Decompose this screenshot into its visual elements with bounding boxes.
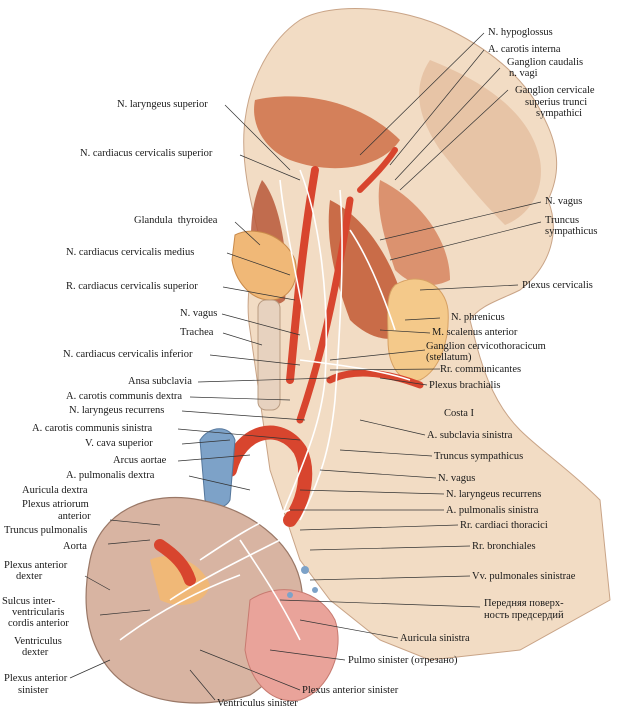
label-perednyaya-1: Передняя поверх-	[484, 598, 564, 609]
label-plexus-atriorum: Plexus atriorum	[22, 499, 89, 510]
label-glandula-thyroidea: Glandula thyroidea	[134, 215, 218, 226]
label-truncus-sympathicus: Truncus sympathicus	[434, 451, 524, 462]
label-rr-communicantes: Rr. communicantes	[440, 364, 522, 375]
label-n-vagus-left: N. vagus	[180, 308, 218, 319]
internal-carotid	[357, 147, 398, 193]
label-plexus-cervicalis: Plexus cervicalis	[522, 280, 593, 291]
label-plexus-anterior-sinister-left-2: sinister	[18, 685, 49, 696]
label-auricula-sinistra: Auricula sinistra	[400, 633, 470, 644]
label-n-vagus-lower: N. vagus	[438, 473, 476, 484]
label-a-carotis-communis-dextra: A. carotis communis dextra	[66, 391, 183, 402]
label-sulcus-1: Sulcus inter-	[2, 596, 56, 607]
label-n-cardiacus-cervicalis-inferior: N. cardiacus cervicalis inferior	[63, 349, 193, 360]
leader-lines	[69, 32, 542, 701]
label-plexus-anterior-dexter-2: dexter	[16, 571, 43, 582]
label-pulmo-sinister: Pulmo sinister (отрезано)	[348, 655, 458, 666]
label-ganglion-cervicale: Ganglion cervicale	[515, 85, 595, 96]
pulmonary-trunk-shape	[154, 539, 196, 586]
label-a-carotis-communis-sinistra: A. carotis communis sinistra	[32, 423, 153, 434]
label-anterior: anterior	[58, 511, 91, 522]
label-a-carotis-interna: A. carotis interna	[488, 44, 561, 55]
label-sympathicus: sympathicus	[545, 226, 598, 237]
label-m-scalenus-anterior: M. scalenus anterior	[432, 327, 518, 338]
label-stellatum: (stellatum)	[426, 352, 472, 363]
trachea-shape	[257, 299, 281, 411]
label-v-cava-superior: V. cava superior	[85, 438, 153, 449]
label-superius-trunci: superius trunci	[525, 97, 588, 108]
label-a-subclavia-sinistra: A. subclavia sinistra	[427, 430, 513, 441]
label-n-laryngeus-superior: N. laryngeus superior	[117, 99, 208, 110]
label-sympathici: sympathici	[536, 108, 583, 119]
label-ganglion-cervicothoracicum: Ganglion cervicothoracicum	[426, 341, 546, 352]
label-perednyaya-2: ность предсердий	[484, 610, 564, 621]
label-plexus-anterior-dexter-1: Plexus anterior	[4, 560, 68, 571]
aortic-arch-shape	[223, 425, 313, 527]
label-plexus-anterior-sinister-left-1: Plexus anterior	[4, 673, 68, 684]
label-n-vagus-right: N. vagus	[545, 196, 583, 207]
label-plexus-anterior-sinister-right: Plexus anterior sinister	[302, 685, 399, 696]
label-n-hypoglossus: N. hypoglossus	[488, 27, 553, 38]
lung-shape	[244, 589, 339, 702]
label-a-pulmonalis-sinistra: A. pulmonalis sinistra	[446, 505, 539, 516]
jaw-shadow	[419, 60, 541, 225]
nerve-network	[119, 169, 411, 641]
label-sulcus-3: cordis anterior	[8, 618, 69, 629]
label-n-cardiacus-cervicalis-superior: N. cardiacus cervicalis superior	[80, 148, 213, 159]
sternocleidomastoid-muscle	[254, 96, 400, 169]
pulmonary-veins	[287, 566, 318, 598]
label-ganglion-caudalis: Ganglion caudalis	[507, 57, 584, 68]
label-n-laryngeus-recurrens-left: N. laryngeus recurrens	[69, 405, 165, 416]
label-aorta: Aorta	[63, 541, 87, 552]
label-n-laryngeus-recurrens-right: N. laryngeus recurrens	[446, 489, 542, 500]
label-n-phrenicus: N. phrenicus	[451, 312, 505, 323]
label-costa-i: Costa I	[444, 408, 475, 419]
label-trachea: Trachea	[180, 327, 214, 338]
label-vv-pulmonales-sinistrae: Vv. pulmonales sinistrae	[472, 571, 576, 582]
label-auricula-dextra: Auricula dextra	[22, 485, 88, 496]
auricula-fat	[150, 556, 210, 605]
label-truncus: Truncus	[545, 215, 580, 226]
label-rr-bronchiales: Rr. bronchiales	[472, 541, 536, 552]
label-rr-cardiaci-thoracici: Rr. cardiaci thoracici	[460, 520, 548, 531]
deep-muscle	[378, 180, 450, 286]
label-ventriculus-sinister: Ventriculus sinister	[217, 698, 298, 709]
label-truncus-pulmonalis: Truncus pulmonalis	[4, 525, 88, 536]
label-n-vagi: n. vagi	[509, 68, 538, 79]
label-ventriculus-dexter-1: Ventriculus	[14, 636, 62, 647]
label-sulcus-2: ventricularis	[12, 607, 65, 618]
label-n-cardiacus-cervicalis-medius: N. cardiacus cervicalis medius	[66, 247, 195, 258]
supraclavicular-tissue	[387, 278, 449, 382]
label-a-pulmonalis-dextra: A. pulmonalis dextra	[66, 470, 155, 481]
label-plexus-brachialis: Plexus brachialis	[429, 380, 501, 391]
label-arcus-aortae: Arcus aortae	[113, 455, 167, 466]
vena-cava-shape	[199, 428, 236, 508]
label-r-cardiacus-cervicalis-superior: R. cardiacus cervicalis superior	[66, 281, 198, 292]
label-ansa-subclavia: Ansa subclavia	[128, 376, 192, 387]
label-ventriculus-dexter-2: dexter	[22, 647, 49, 658]
